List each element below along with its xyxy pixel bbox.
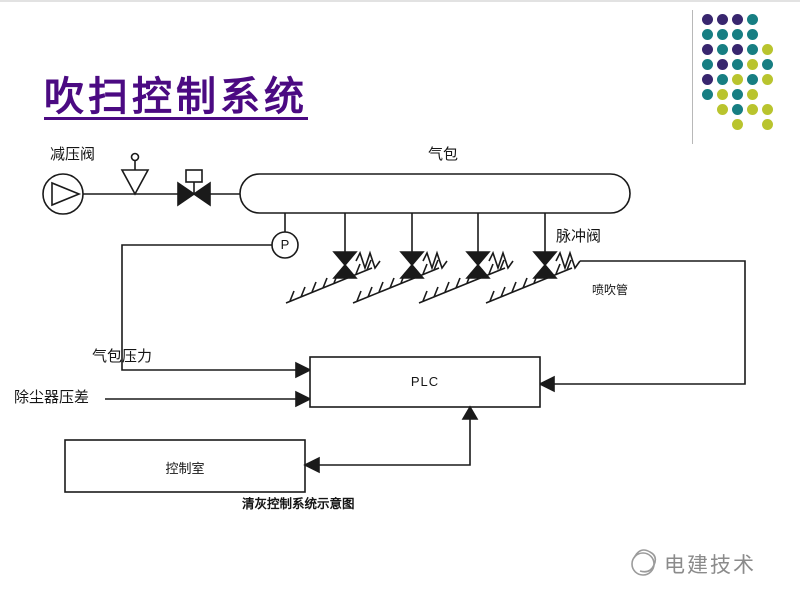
pulse-valve-unit: [285, 213, 381, 304]
label-blow-pipe: 喷吹管: [592, 283, 629, 297]
label-pressure-reducing-valve: 减压阀: [50, 146, 96, 163]
label-collector-dp: 除尘器压差: [14, 389, 90, 406]
decorative-dot: [732, 89, 743, 100]
dp-signal-line: [105, 390, 312, 408]
decorative-dot: [702, 29, 713, 40]
page-title: 吹扫控制系统: [44, 75, 308, 119]
decorative-dot: [717, 29, 728, 40]
decorative-vertical-line: [692, 10, 693, 144]
decorative-dot: [732, 44, 743, 55]
blow-pipe-line: [285, 267, 373, 304]
decorative-dot-grid: [702, 14, 782, 136]
label-tank-pressure: 气包压力: [92, 348, 153, 365]
brand-logo-icon: [631, 549, 657, 576]
decorative-dot: [717, 74, 728, 85]
decorative-dot: [732, 104, 743, 115]
decorative-dot: [732, 29, 743, 40]
label-pressure-gauge: P: [280, 237, 290, 252]
decorative-dot: [717, 104, 728, 115]
decorative-dot: [762, 74, 773, 85]
decorative-dot: [762, 59, 773, 70]
shutoff-valve-symbol: [177, 169, 211, 207]
brand-text: 电建技术: [664, 554, 756, 577]
right-signal-line: [538, 260, 746, 393]
label-control-room: 控制室: [165, 461, 205, 476]
decorative-dot: [747, 59, 758, 70]
decorative-dot: [732, 74, 743, 85]
decorative-dot: [747, 44, 758, 55]
decorative-dot: [762, 44, 773, 55]
decorative-dot: [747, 29, 758, 40]
decorative-dot: [717, 14, 728, 25]
decorative-dot: [702, 74, 713, 85]
relief-valve-symbol: [120, 152, 150, 196]
plc-control-room-link: [303, 405, 479, 474]
diagram-caption: 清灰控制系统示意图: [242, 497, 355, 511]
plc-box: [309, 356, 541, 408]
decorative-dot: [747, 14, 758, 25]
decorative-dot: [732, 119, 743, 130]
air-tank-vessel: [239, 173, 631, 214]
decorative-dot: [702, 14, 713, 25]
label-pulse-valve: 脉冲阀: [556, 228, 602, 245]
decorative-dot: [717, 59, 728, 70]
pulse-valve-unit: [352, 212, 448, 304]
pressure-reducing-valve-symbol: [42, 173, 84, 215]
decorative-dot: [747, 89, 758, 100]
decorative-dot: [747, 74, 758, 85]
decorative-dot: [762, 119, 773, 130]
decorative-dot: [702, 59, 713, 70]
decorative-dot: [717, 44, 728, 55]
label-plc: PLC: [410, 374, 440, 389]
control-room-box: [64, 439, 306, 493]
label-air-tank: 气包: [428, 146, 459, 163]
decorative-dot: [732, 59, 743, 70]
pulse-valve-unit: [418, 212, 514, 304]
decorative-dot: [762, 104, 773, 115]
tank-pressure-signal-line: [121, 244, 312, 379]
decorative-dot: [747, 104, 758, 115]
decorative-dot: [702, 89, 713, 100]
decorative-dot: [702, 44, 713, 55]
decorative-dot: [717, 89, 728, 100]
decorative-dot: [732, 14, 743, 25]
